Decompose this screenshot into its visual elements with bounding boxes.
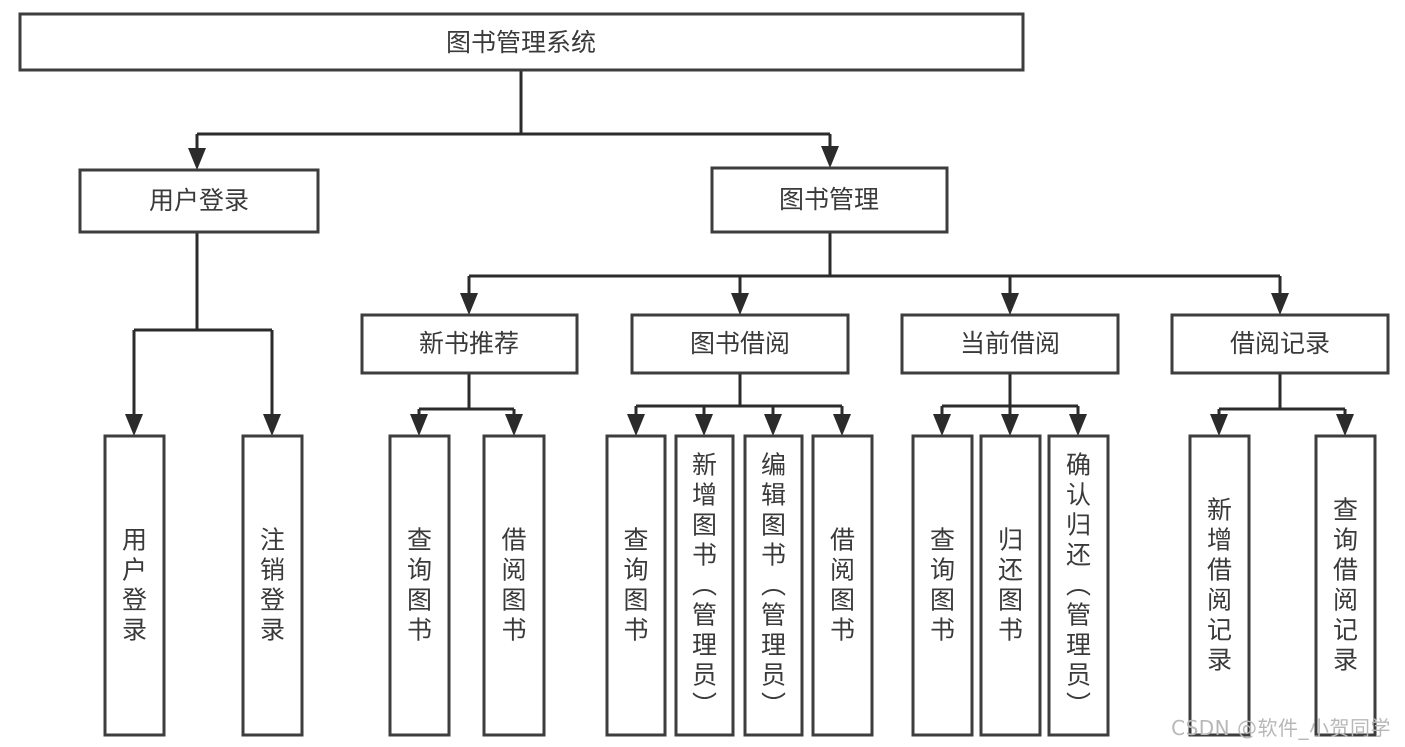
leaf-node[interactable]: 编辑图书︵管理员︶ — [743, 434, 804, 737]
arrow-to-borrow-record — [1271, 293, 1289, 315]
arrow-to-leaf-return-book — [1001, 414, 1019, 436]
book-borrow-box[interactable] — [630, 313, 850, 375]
leaf-node[interactable]: 借阅图书 — [482, 434, 546, 737]
arrow-to-book-borrow — [731, 293, 749, 315]
leaf-label: 归还图书 — [998, 526, 1023, 645]
leaf-node[interactable]: 查询借阅记录 — [1314, 434, 1377, 737]
arrow-to-leaf-add-book-admin — [695, 414, 713, 436]
user-login-box[interactable] — [78, 168, 320, 234]
leaf-box[interactable] — [388, 434, 451, 737]
leaf-node[interactable]: 注销登录 — [241, 434, 304, 737]
arrow-to-leaf-add-borrow-record — [1210, 414, 1228, 436]
user-login-label: 用户登录 — [149, 186, 249, 215]
arrow-to-current-borrow — [1001, 293, 1019, 315]
leaf-label: 借阅图书 — [501, 526, 526, 645]
leaf-box[interactable] — [911, 434, 974, 737]
leaf-label: 新增借阅记录 — [1207, 496, 1232, 675]
connector-borrow-record-bus — [1217, 373, 1347, 424]
leaf-box[interactable] — [1047, 434, 1110, 737]
leaf-node[interactable]: 查询图书 — [388, 434, 451, 737]
node-book-borrow[interactable]: 图书借阅 — [630, 313, 850, 375]
arrow-to-leaf-query-book-current — [933, 414, 951, 436]
borrow-record-box[interactable] — [1170, 313, 1390, 375]
node-user-login[interactable]: 用户登录 — [78, 168, 320, 234]
leaf-box[interactable] — [482, 434, 546, 737]
connector-root-bus — [195, 70, 832, 158]
book-borrow-label: 图书借阅 — [690, 329, 790, 358]
leaf-node[interactable]: 新增借阅记录 — [1188, 434, 1251, 737]
borrow-record-label: 借阅记录 — [1230, 329, 1330, 358]
connector-new-book-recommend-bus — [417, 373, 516, 424]
node-new-book-recommend[interactable]: 新书推荐 — [360, 313, 579, 375]
arrow-to-leaf-borrow-book-new — [505, 414, 523, 436]
arrow-to-new-book-recommend — [460, 293, 478, 315]
connector-layer — [125, 70, 1354, 436]
leaf-label: 注销登录 — [260, 526, 285, 645]
leaf-box[interactable] — [241, 434, 304, 737]
leaf-box[interactable] — [1314, 434, 1377, 737]
arrow-to-book-management — [821, 146, 839, 168]
leaf-box[interactable] — [979, 434, 1042, 737]
leaf-box[interactable] — [103, 434, 166, 737]
leaf-label: 查询借阅记录 — [1333, 496, 1358, 675]
leaf-box[interactable] — [605, 434, 667, 737]
leaf-label: 确认归还︵管理员︶ — [1066, 451, 1091, 720]
leaf-box[interactable] — [1188, 434, 1251, 737]
node-current-borrow[interactable]: 当前借阅 — [900, 313, 1120, 375]
arrow-to-leaf-user-login — [125, 414, 143, 436]
leaf-label: 用户登录 — [122, 526, 147, 645]
leaf-box[interactable] — [674, 434, 735, 737]
leaf-label: 编辑图书︵管理员︶ — [761, 451, 786, 720]
leaf-box[interactable] — [743, 434, 804, 737]
leaf-label: 新增图书︵管理员︶ — [692, 451, 717, 720]
leaf-node[interactable]: 借阅图书 — [811, 434, 874, 737]
node-root[interactable]: 图书管理系统 — [18, 12, 1025, 72]
connector-book-borrow-bus — [634, 373, 844, 424]
leaf-node[interactable]: 归还图书 — [979, 434, 1042, 737]
arrow-to-leaf-logout-login — [263, 414, 281, 436]
book-management-box[interactable] — [710, 166, 949, 234]
arrow-to-leaf-query-book-borrow — [627, 414, 645, 436]
leaf-node[interactable]: 查询图书 — [605, 434, 667, 737]
root-box[interactable] — [18, 12, 1025, 72]
leaf-label: 查询图书 — [407, 526, 432, 645]
arrow-to-leaf-query-borrow-record — [1336, 414, 1354, 436]
arrow-to-leaf-borrow-book — [833, 414, 851, 436]
new-book-recommend-box[interactable] — [360, 313, 579, 375]
leaf-node[interactable]: 新增图书︵管理员︶ — [674, 434, 735, 737]
leaf-label: 借阅图书 — [830, 526, 855, 645]
root-label: 图书管理系统 — [446, 28, 596, 57]
leaf-node[interactable]: 查询图书 — [911, 434, 974, 737]
connector-user-login-bus — [132, 232, 274, 424]
connector-book-management-bus — [467, 232, 1282, 303]
arrow-to-leaf-edit-book-admin — [764, 414, 782, 436]
leaf-label: 查询图书 — [930, 526, 955, 645]
leaf-node[interactable]: 确认归还︵管理员︶ — [1047, 434, 1110, 737]
book-management-label: 图书管理 — [779, 185, 879, 214]
arrow-to-leaf-query-book-new — [410, 414, 428, 436]
leaf-layer: 用户登录 注销登录 查询图书 借阅图书 查询图书 新增图书︵管理员︶ 编辑图书︵管理员︶ 借阅… — [103, 434, 1377, 737]
new-book-recommend-label: 新书推荐 — [419, 329, 519, 358]
leaf-node[interactable]: 用户登录 — [103, 434, 166, 737]
leaf-box[interactable] — [811, 434, 874, 737]
arrow-to-leaf-confirm-return-admin — [1069, 414, 1087, 436]
node-book-management[interactable]: 图书管理 — [710, 166, 949, 234]
current-borrow-box[interactable] — [900, 313, 1120, 375]
leaf-label: 查询图书 — [623, 526, 648, 645]
arrow-to-user-login — [188, 148, 206, 170]
current-borrow-label: 当前借阅 — [960, 329, 1060, 358]
node-borrow-record[interactable]: 借阅记录 — [1170, 313, 1390, 375]
